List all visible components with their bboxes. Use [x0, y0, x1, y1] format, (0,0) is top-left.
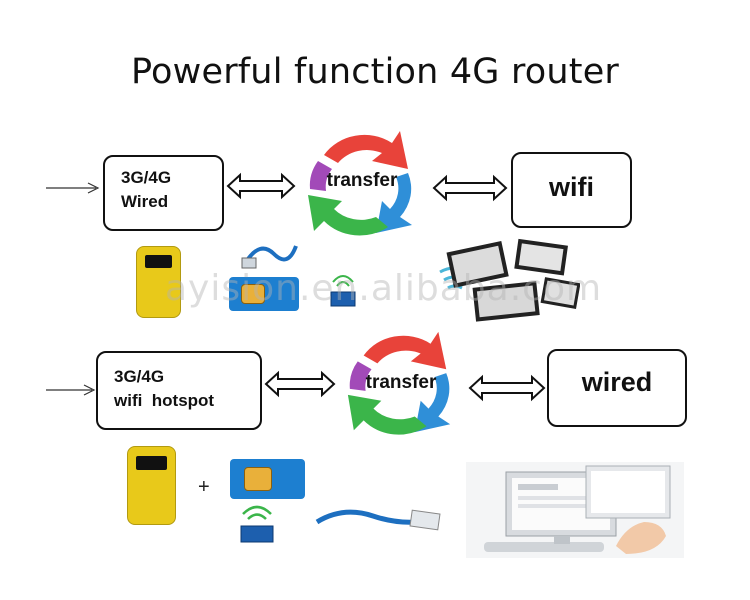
double-arrow-icon — [468, 374, 546, 402]
watermark-text: ayision.en.alibaba.com — [165, 268, 603, 309]
input-arrow-icon — [46, 182, 100, 194]
tablet-devices-icon — [446, 238, 580, 322]
wifi-router-icon — [240, 505, 274, 543]
source-label-line1: 3G/4G — [121, 168, 172, 187]
double-arrow-icon — [264, 370, 336, 398]
cycle-arrows-icon — [308, 131, 412, 236]
sim-card-icon — [229, 277, 299, 311]
desktop-computer-icon — [466, 462, 684, 558]
page-title: Powerful function 4G router — [130, 52, 620, 92]
transfer-label-row1: transfer — [326, 170, 398, 191]
sim-card-icon — [230, 459, 305, 499]
target-box-row1: wifi — [511, 152, 632, 228]
source-label-line2: Wired — [121, 192, 169, 211]
double-arrow-icon — [432, 174, 508, 202]
router-device-icon — [127, 446, 176, 525]
source-box-row1: 3G/4G Wired — [103, 155, 224, 231]
target-label-row1: wifi — [549, 172, 594, 202]
cable-icon — [241, 245, 298, 269]
target-box-row2: wired — [547, 349, 687, 427]
transfer-label-row2: transfer — [365, 372, 437, 393]
cable-icon — [315, 509, 441, 531]
input-arrow-icon — [46, 384, 96, 396]
source-label-line2: wifi hotspot — [114, 391, 215, 410]
wifi-router-icon — [330, 275, 356, 307]
source-box-row2: 3G/4G wifi hotspot — [96, 351, 262, 430]
cycle-arrows-icon — [347, 331, 451, 435]
source-label-line1: 3G/4G — [114, 367, 165, 386]
plus-sign: + — [198, 476, 210, 498]
router-device-icon — [136, 246, 181, 318]
double-arrow-icon — [226, 172, 296, 200]
target-label-row2: wired — [581, 367, 653, 397]
